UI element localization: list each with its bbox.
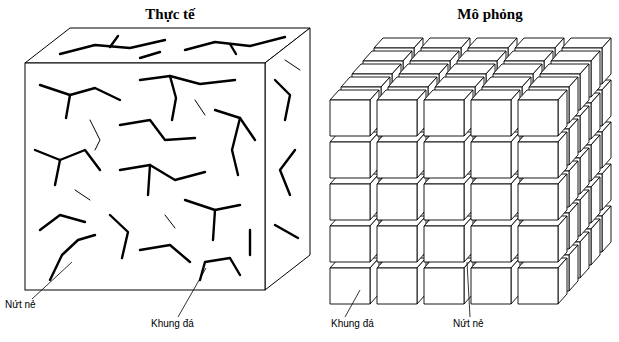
block-face — [602, 80, 611, 126]
fractures-thin — [75, 60, 300, 228]
block-face — [558, 216, 567, 262]
real-rock-cube — [25, 28, 310, 290]
block-face — [569, 161, 578, 207]
block-face — [580, 190, 589, 236]
block-face — [580, 106, 589, 152]
block-face — [471, 226, 511, 262]
block-face — [518, 184, 558, 220]
panel-title: Mô phỏng — [457, 6, 522, 23]
block-face — [602, 122, 611, 168]
block-face — [471, 268, 511, 304]
leader-line — [345, 290, 360, 317]
block-face — [558, 132, 567, 178]
leader-line — [32, 262, 72, 299]
block-face — [330, 142, 370, 178]
block-face — [330, 100, 370, 136]
block-face — [591, 219, 600, 265]
block-face — [330, 226, 370, 262]
block-face — [558, 90, 567, 136]
block-face — [558, 174, 567, 220]
block-face — [580, 148, 589, 194]
leader-line — [467, 262, 470, 317]
block-face — [518, 142, 558, 178]
block-face — [471, 184, 511, 220]
block-face — [591, 177, 600, 223]
block-face — [471, 142, 511, 178]
block-face — [602, 206, 611, 252]
panel-title: Thực tế — [145, 6, 194, 23]
block-face — [569, 203, 578, 249]
part-label: Nứt nẻ — [4, 299, 37, 310]
block-face — [591, 135, 600, 181]
block-face — [424, 184, 464, 220]
part-label: Khung đá — [150, 318, 195, 329]
block-face — [424, 268, 464, 304]
block-face — [518, 268, 558, 304]
block-face — [569, 119, 578, 165]
part-label: Khung đá — [330, 318, 375, 329]
block-face — [377, 184, 417, 220]
block-face — [591, 51, 600, 97]
leader-lines — [32, 262, 470, 317]
block-face — [518, 226, 558, 262]
block-face — [591, 93, 600, 139]
block-face — [602, 38, 611, 84]
block-face — [580, 232, 589, 278]
block-face — [330, 268, 370, 304]
block-face — [602, 164, 611, 210]
block-face — [377, 268, 417, 304]
block-face — [424, 100, 464, 136]
block-face — [471, 100, 511, 136]
block-face — [558, 258, 567, 304]
block-face — [377, 226, 417, 262]
block-face — [569, 77, 578, 123]
leader-line — [178, 268, 206, 317]
block-face — [424, 142, 464, 178]
part-label: Nứt nẻ — [452, 318, 485, 329]
block-model-cube — [330, 38, 611, 304]
block-face — [424, 226, 464, 262]
block-face — [569, 245, 578, 291]
block-face — [377, 100, 417, 136]
block-face — [330, 184, 370, 220]
block-face — [580, 64, 589, 110]
block-face — [377, 142, 417, 178]
block-face — [518, 100, 558, 136]
fractures — [35, 36, 298, 280]
